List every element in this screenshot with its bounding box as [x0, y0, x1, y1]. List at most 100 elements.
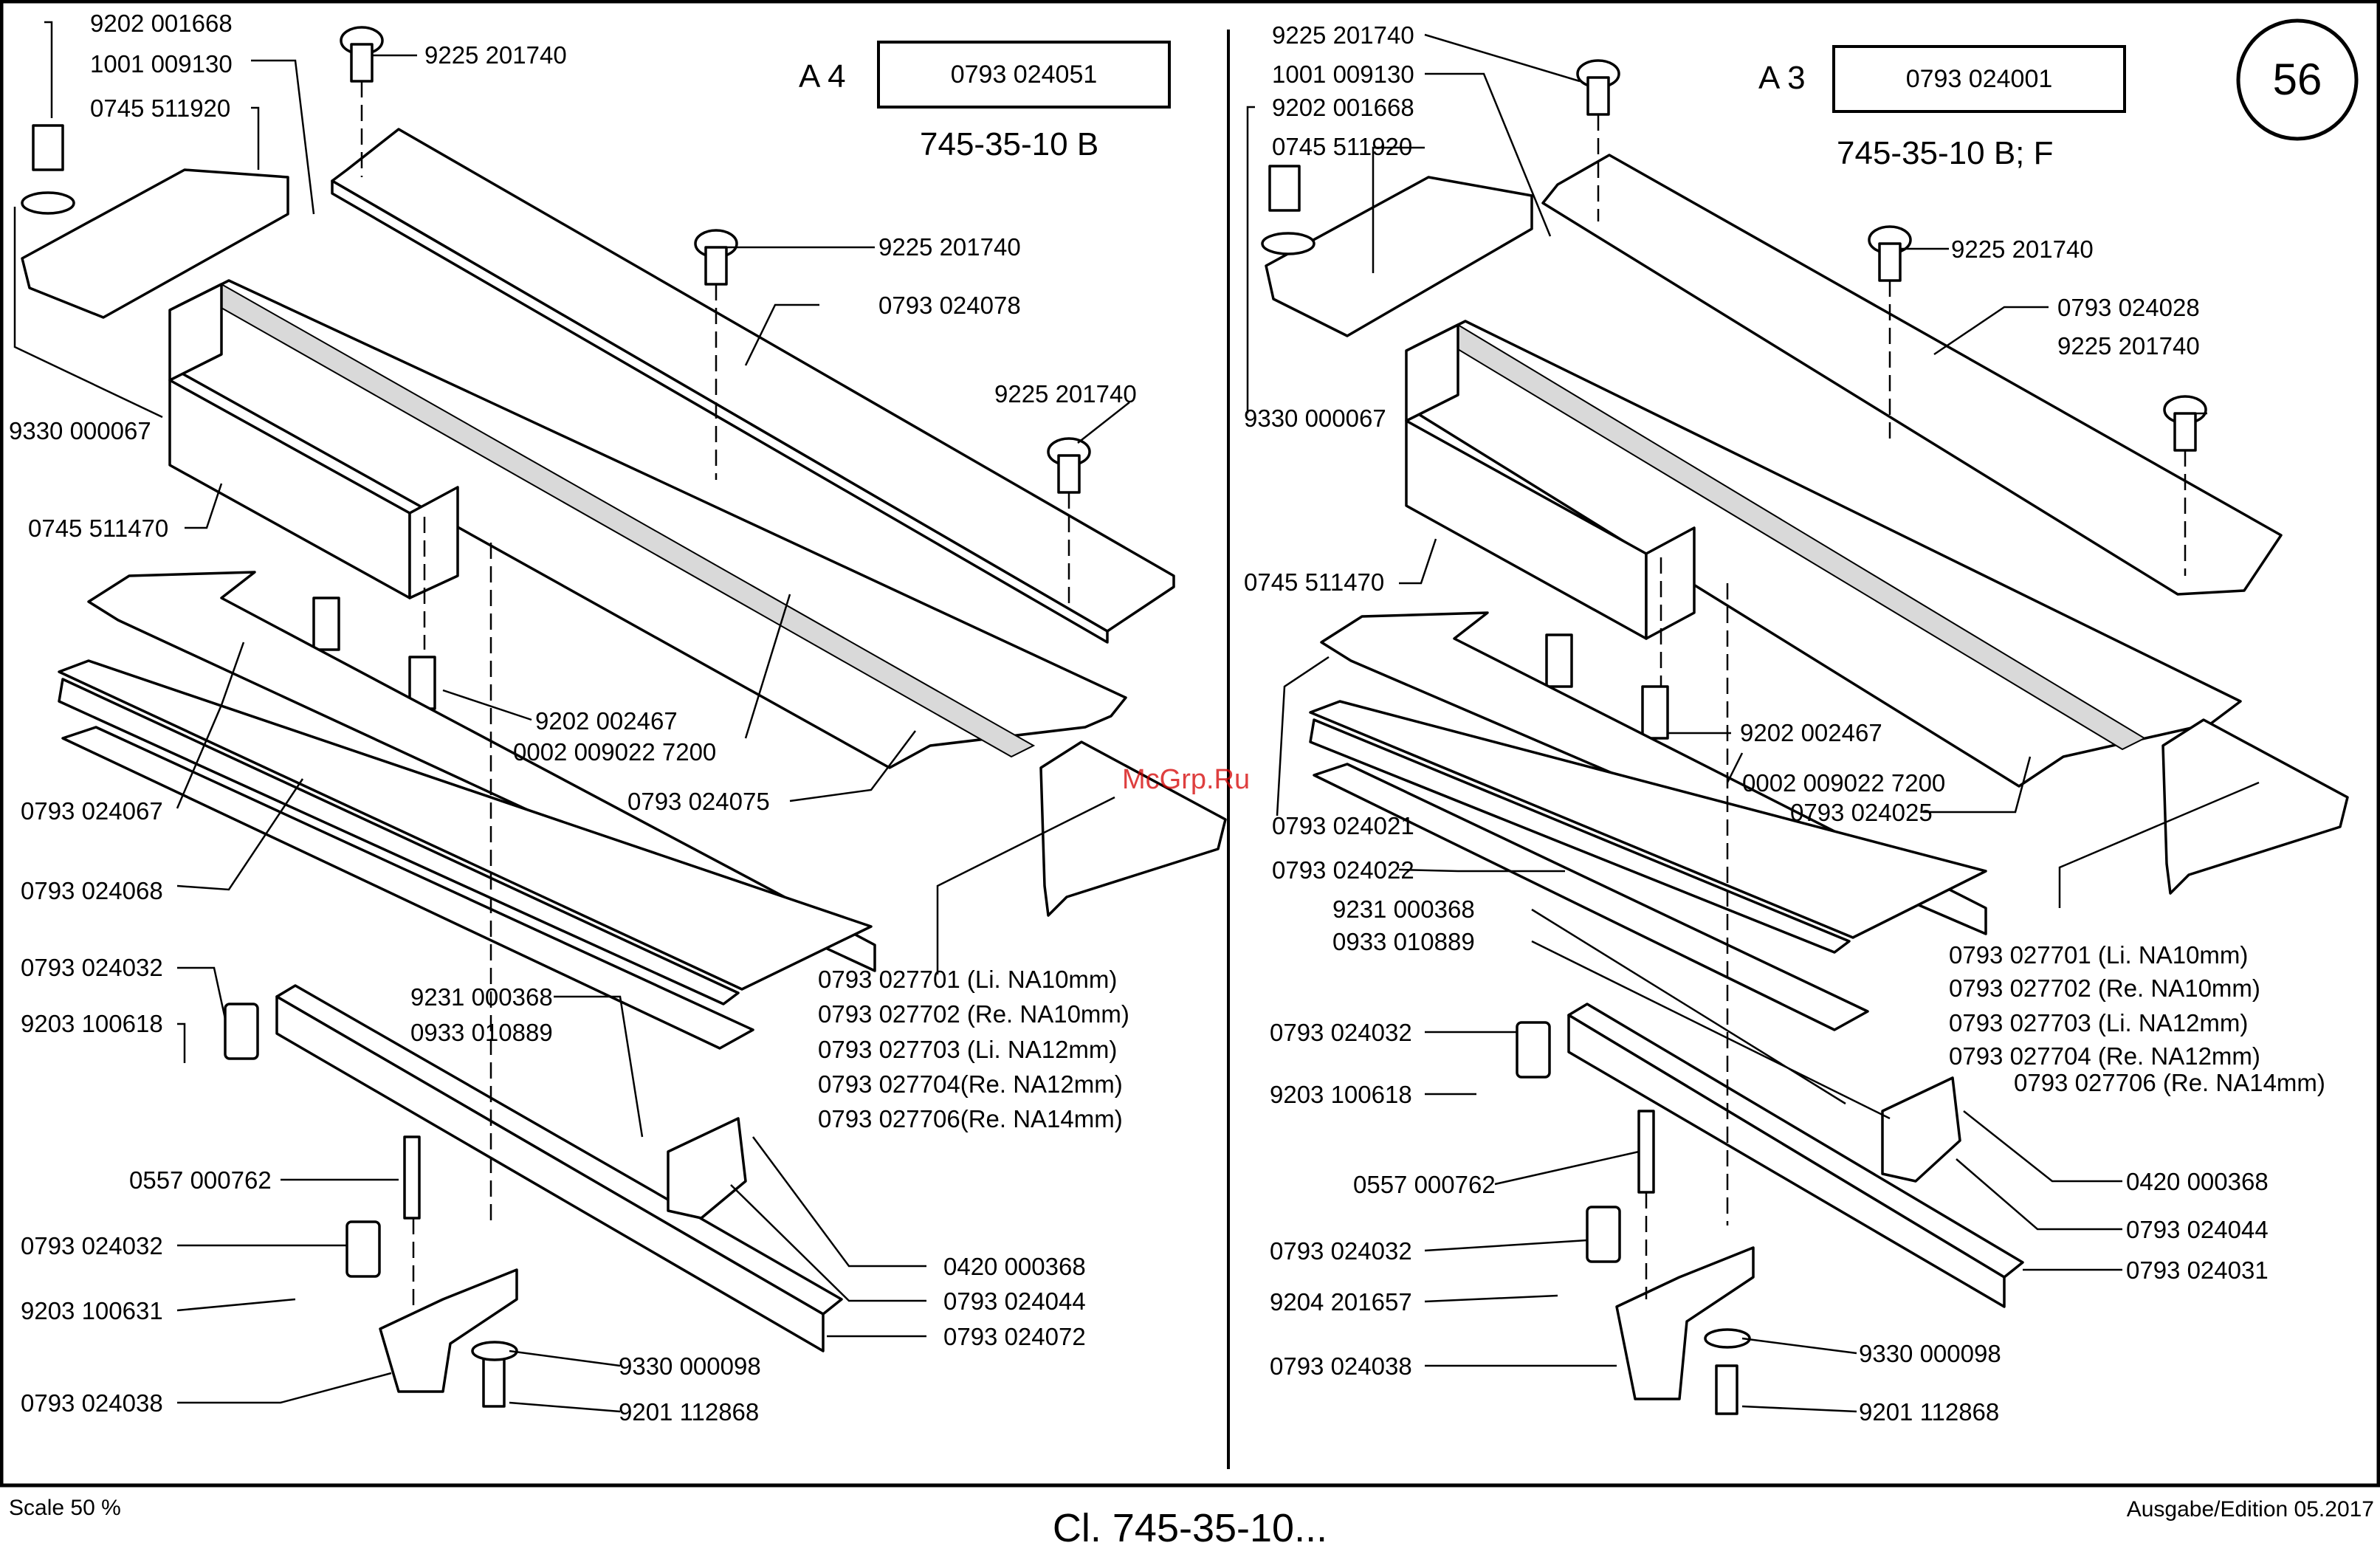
page-number: 56 — [2273, 55, 2322, 104]
left-screw-9201 — [482, 1357, 506, 1408]
left-needle-plate-insert — [1039, 740, 1227, 917]
right-upper-bracket — [1265, 176, 1533, 337]
right-screw-9225-c — [2173, 412, 2197, 452]
right-assembly-code: A 3 — [1758, 60, 1806, 96]
right-part-labels: 9225 201740 1001 009130 9202 001668 0745… — [1244, 21, 2325, 1426]
footer-title: Cl. 745-35-10... — [1053, 1506, 1327, 1550]
right-assembly-number: 0793 024001 — [1906, 65, 2053, 93]
left-washer-9330-000098 — [471, 1341, 518, 1361]
right-screw-9225-b — [1878, 242, 1902, 282]
right-label-0420-000368: 0420 000368 — [2126, 1168, 2269, 1195]
right-label-9225-201740-c: 9225 201740 — [2057, 332, 2200, 360]
right-label-9201-112868: 9201 112868 — [1859, 1398, 1999, 1426]
left-screw-9202-001668 — [32, 124, 64, 171]
left-label-0745-511920: 0745 511920 — [90, 94, 230, 122]
right-spring — [1637, 1110, 1655, 1194]
right-label-0793-024021: 0793 024021 — [1272, 812, 1414, 839]
left-screw-9225-c — [1057, 454, 1081, 494]
right-label-0793-027701: 0793 027701 (Li. NA10mm) — [1949, 941, 2248, 969]
left-label-1001-009130: 1001 009130 — [90, 50, 233, 78]
left-label-0793-024032-a: 0793 024032 — [21, 954, 163, 981]
left-label-0557-000762: 0557 000762 — [129, 1166, 272, 1194]
left-label-9231-000368: 9231 000368 — [410, 983, 553, 1011]
left-label-9225-201740-b: 9225 201740 — [878, 233, 1021, 261]
right-screw-9202-002467-b — [1641, 685, 1669, 740]
right-label-0002-009022-7200: 0002 009022 7200 — [1742, 769, 1945, 797]
left-label-9225-201740-a: 9225 201740 — [424, 41, 567, 69]
right-label-9330-000098: 9330 000098 — [1859, 1340, 2001, 1367]
left-label-0793-024068: 0793 024068 — [21, 877, 163, 904]
left-assembly-code: A 4 — [799, 58, 846, 94]
right-clamp-plate-b — [1586, 1206, 1621, 1263]
left-drawing — [13, 21, 1227, 1413]
right-washer-9330-000098 — [1704, 1328, 1751, 1349]
right-label-0745-511920: 0745 511920 — [1272, 133, 1412, 160]
left-guide-plate-068 — [58, 678, 740, 1005]
right-label-0793-024032-b: 0793 024032 — [1270, 1237, 1412, 1265]
page-frame — [0, 0, 2380, 1488]
right-label-9225-201740-b: 9225 201740 — [1951, 235, 2094, 263]
left-assembly-box — [877, 41, 1171, 109]
left-label-9202-001668: 9202 001668 — [90, 10, 233, 37]
left-clamp-plate-b — [345, 1220, 381, 1278]
left-hinge-block — [667, 1117, 747, 1220]
left-clamp-plate-a — [224, 1003, 259, 1060]
right-drawing — [1246, 33, 2349, 1415]
left-label-0745-511470: 0745 511470 — [28, 515, 168, 542]
right-label-0793-024025: 0793 024025 — [1790, 799, 1933, 826]
right-label-0793-024022: 0793 024022 — [1272, 856, 1414, 884]
left-label-0793-024032-b: 0793 024032 — [21, 1232, 163, 1259]
right-label-9202-001668: 9202 001668 — [1272, 94, 1414, 121]
left-label-0793-024067: 0793 024067 — [21, 797, 163, 825]
right-label-0557-000762: 0557 000762 — [1353, 1171, 1496, 1198]
right-label-9231-000368: 9231 000368 — [1332, 895, 1475, 923]
right-label-0793-027703: 0793 027703 (Li. NA12mm) — [1949, 1009, 2248, 1036]
right-bracket-038 — [1615, 1246, 1755, 1400]
left-label-0933-010889: 0933 010889 — [410, 1019, 553, 1046]
left-label-0793-027702: 0793 027702 (Re. NA10mm) — [818, 1000, 1129, 1028]
footer-edition: Ausgabe/Edition 05.2017 — [2127, 1497, 2374, 1522]
left-label-0793-024072: 0793 024072 — [943, 1323, 1086, 1350]
left-label-0793-027704: 0793 027704(Re. NA12mm) — [818, 1070, 1123, 1098]
left-label-9330-000067: 9330 000067 — [9, 417, 151, 444]
right-label-0793-027702: 0793 027702 (Re. NA10mm) — [1949, 974, 2260, 1002]
left-screw-9202-002467-a — [312, 596, 340, 651]
left-assembly-number: 0793 024051 — [951, 61, 1098, 89]
right-clamp-plate-a — [1516, 1021, 1551, 1079]
left-screw-9225-a — [350, 43, 374, 83]
page-number-badge: 56 — [2236, 18, 2359, 141]
right-model: 745-35-10 B; F — [1837, 135, 2054, 171]
left-label-0420-000368: 0420 000368 — [943, 1253, 1086, 1280]
left-label-0793-024044: 0793 024044 — [943, 1287, 1086, 1315]
right-hinge-block — [1881, 1076, 1961, 1183]
right-label-0793-024032-a: 0793 024032 — [1270, 1019, 1412, 1046]
right-label-0793-027704: 0793 027704 (Re. NA12mm) — [1949, 1042, 2260, 1070]
right-label-0745-511470: 0745 511470 — [1244, 568, 1384, 596]
left-label-9202-002467: 9202 002467 — [535, 707, 678, 735]
left-label-0793-024075: 0793 024075 — [627, 788, 770, 815]
right-guide-plate-022 — [1309, 718, 1851, 954]
right-screw-9202-002467-a — [1545, 633, 1573, 688]
left-label-0793-027701: 0793 027701 (Li. NA10mm) — [818, 966, 1117, 993]
right-label-0793-024028: 0793 024028 — [2057, 294, 2200, 321]
left-label-0793-024078: 0793 024078 — [878, 292, 1021, 319]
right-label-9204-201657: 9204 201657 — [1270, 1288, 1412, 1316]
left-label-9201-112868: 9201 112868 — [619, 1398, 759, 1426]
right-label-9203-100618: 9203 100618 — [1270, 1081, 1412, 1108]
left-label-0793-027703: 0793 027703 (Li. NA12mm) — [818, 1036, 1117, 1063]
left-label-9330-000098: 9330 000098 — [619, 1352, 761, 1380]
left-part-labels: 9202 001668 1001 009130 0745 511920 9225… — [9, 10, 1137, 1426]
right-screw-9225-a — [1586, 76, 1610, 116]
left-washer-9330 — [21, 191, 75, 215]
left-model: 745-35-10 B — [920, 126, 1098, 162]
left-upper-bracket — [21, 168, 289, 319]
right-label-9330-000067: 9330 000067 — [1244, 405, 1386, 432]
left-label-0002-009022-7200: 0002 009022 7200 — [513, 738, 716, 766]
left-label-0793-024038: 0793 024038 — [21, 1389, 163, 1417]
right-washer-9330 — [1261, 232, 1315, 255]
right-label-0793-024044: 0793 024044 — [2126, 1216, 2269, 1243]
left-bracket-038 — [379, 1268, 518, 1393]
right-needle-plate-insert — [2161, 718, 2349, 895]
right-label-9225-201740-a: 9225 201740 — [1272, 21, 1414, 49]
